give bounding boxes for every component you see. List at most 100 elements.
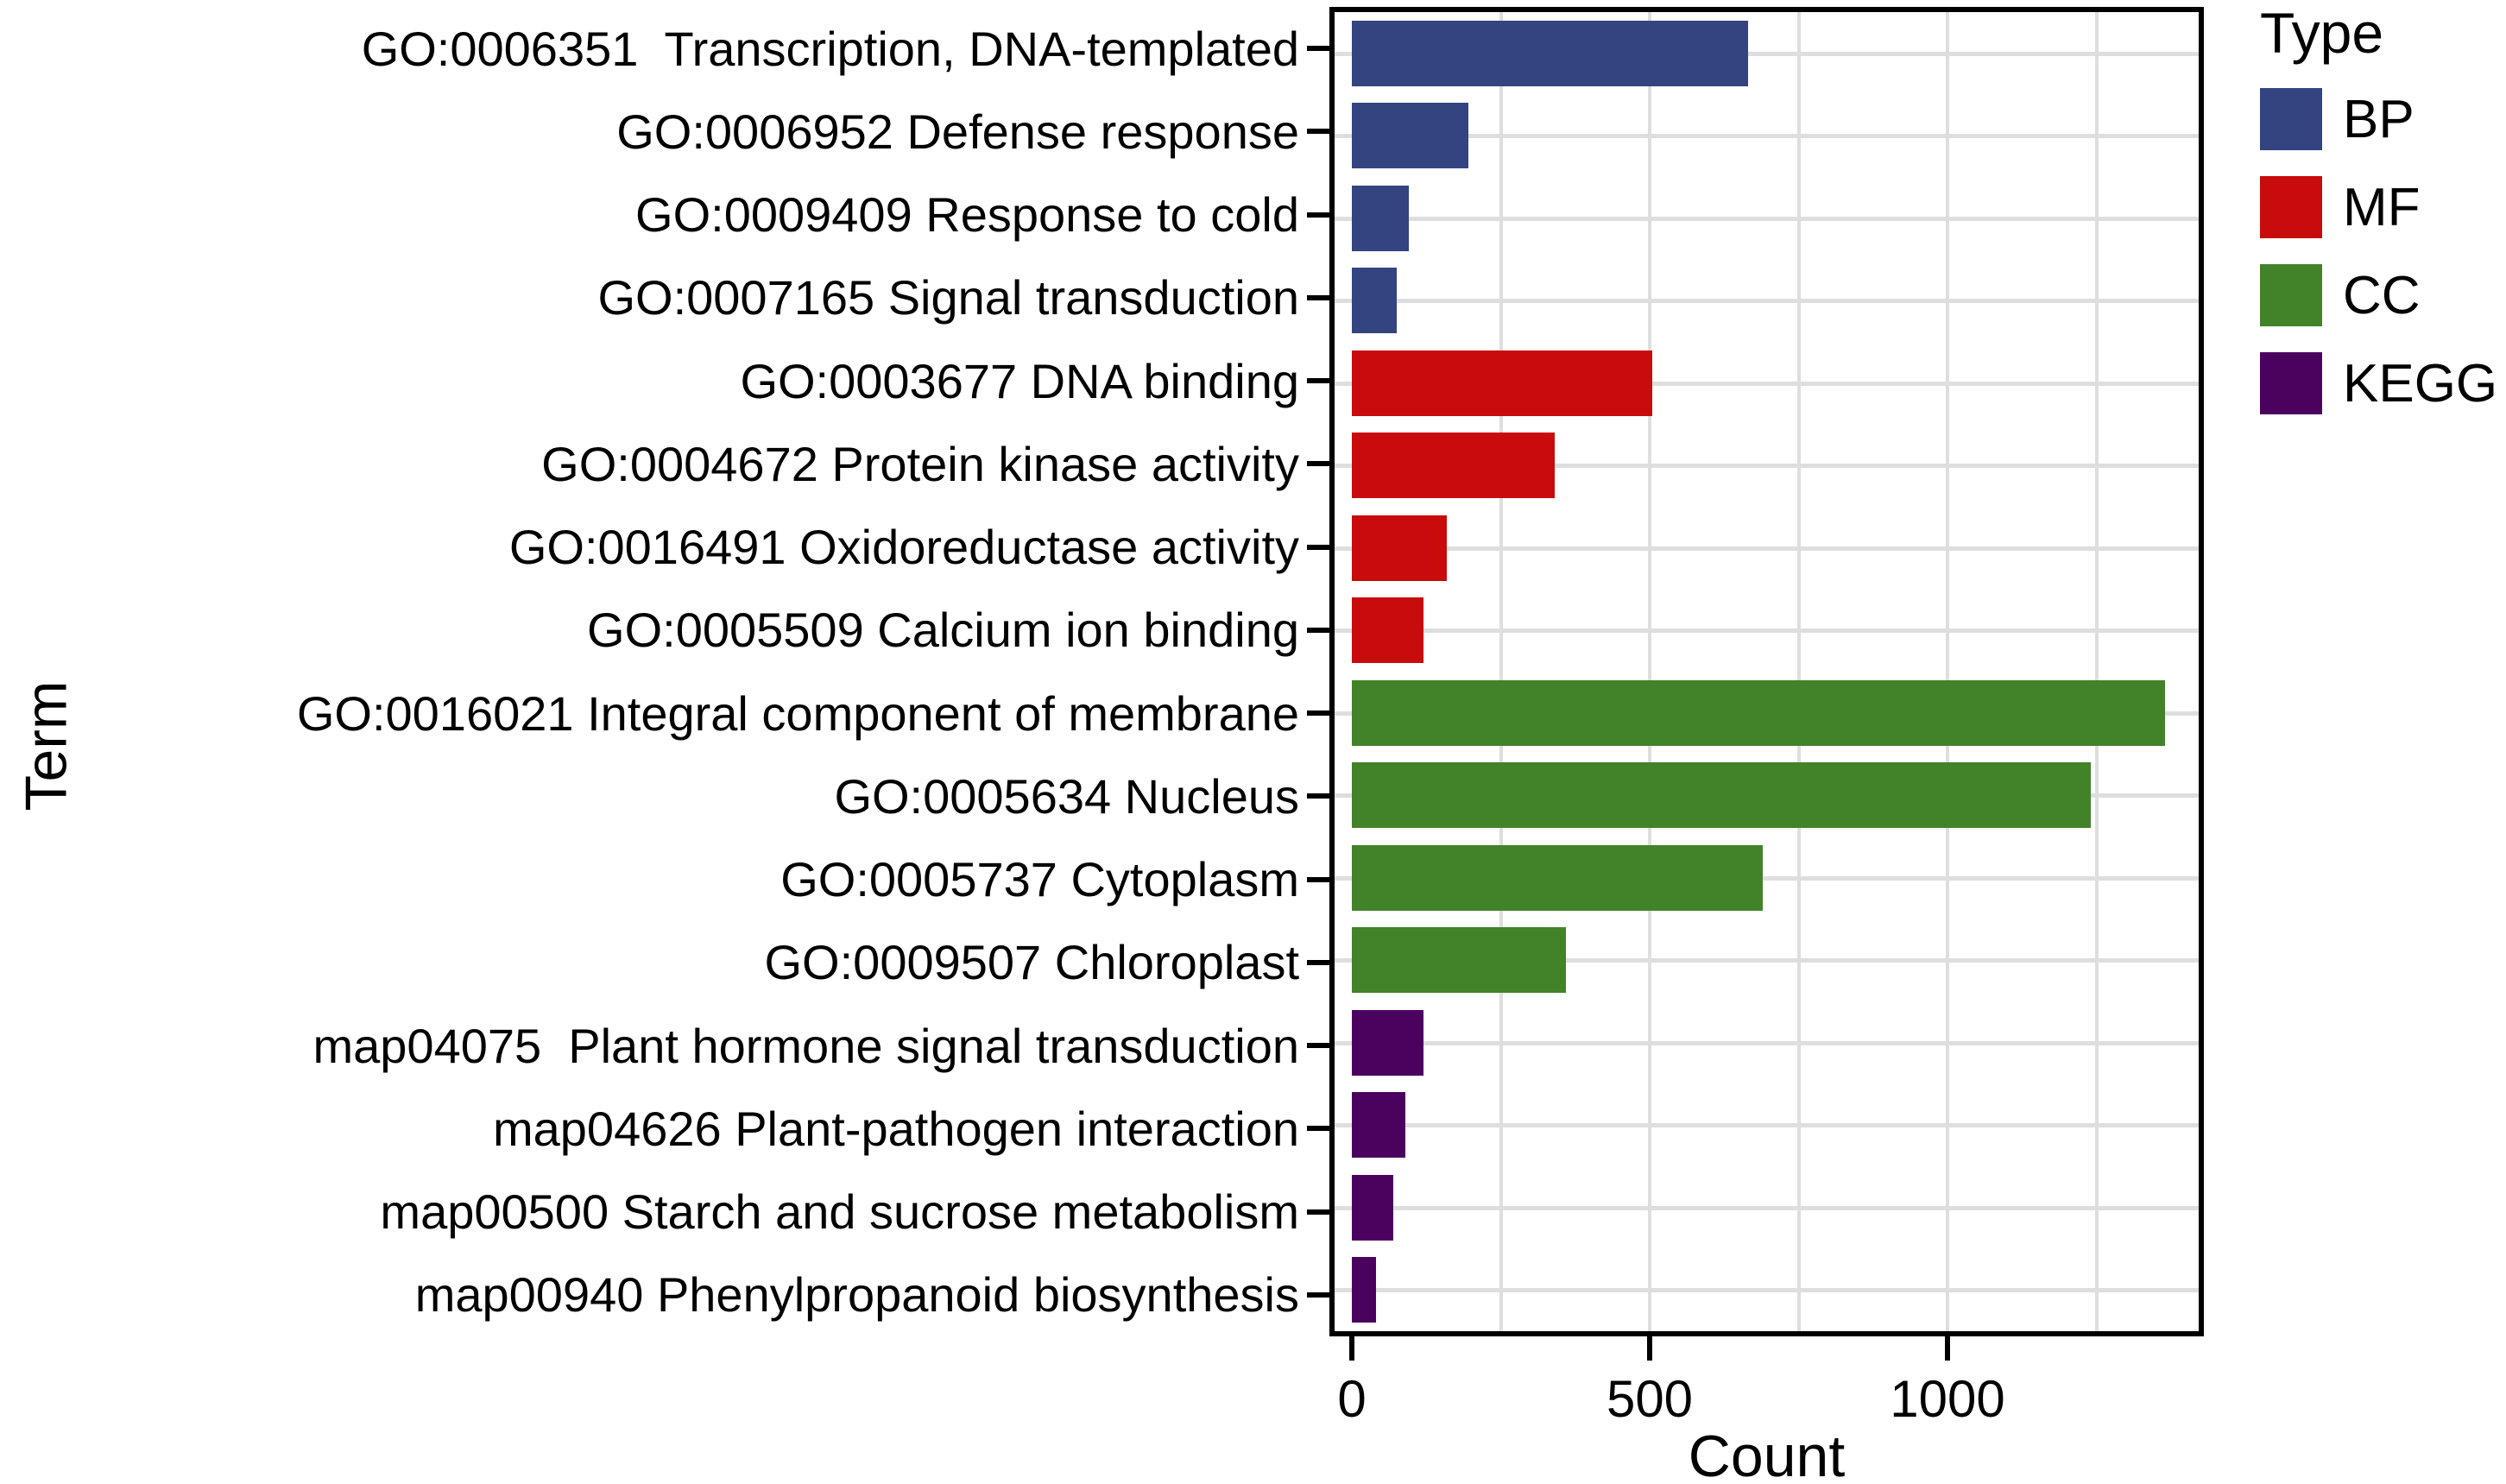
bar-row (1335, 177, 2199, 260)
y-tick-mark (1307, 461, 1329, 467)
bar-row (1335, 919, 2199, 1002)
legend-swatch-kegg (2260, 352, 2322, 414)
bar-row (1335, 507, 2199, 590)
legend-entries: BP MF CC KEGG (2260, 88, 2506, 414)
vertical-gridline (2094, 12, 2099, 1331)
category-label: map04626 Plant-pathogen interaction (492, 1101, 1299, 1156)
category-label: GO:0009507 Chloroplast (764, 935, 1300, 990)
horizontal-gridline (1335, 875, 2199, 881)
legend-title: Type (2260, 1, 2384, 65)
y-tick-mark (1307, 378, 1329, 384)
horizontal-gridline (1335, 1040, 2199, 1045)
category-label: map00940 Phenylpropanoid biosynthesis (414, 1267, 1299, 1323)
category-label: map04075 Plant hormone signal transducti… (312, 1018, 1299, 1073)
y-tick-mark (1307, 129, 1329, 135)
y-tick-cell (1307, 838, 1329, 921)
bar-row (1335, 12, 2199, 95)
category-row: map04626 Plant-pathogen interaction (52, 1087, 1299, 1170)
bar-row (1335, 1249, 2199, 1332)
category-label: GO:0005634 Nucleus (834, 768, 1299, 824)
horizontal-gridline (1335, 216, 2199, 221)
y-tick-mark (1307, 1043, 1329, 1049)
bar-cc (1352, 844, 1764, 911)
category-row: GO:0007165 Signal transduction (52, 256, 1299, 339)
bar-row (1335, 95, 2199, 178)
x-tick-label: 0 (1337, 1370, 1367, 1428)
horizontal-gridline (1335, 958, 2199, 963)
category-row: map04075 Plant hormone signal transducti… (52, 1004, 1299, 1087)
bar-kegg (1352, 1174, 1394, 1241)
category-row: GO:0005509 Calcium ion binding (52, 589, 1299, 672)
category-label: GO:0005509 Calcium ion binding (587, 603, 1299, 658)
legend: Type BP MF CC KEGG (2260, 0, 2506, 440)
y-tick-mark (1307, 1126, 1329, 1132)
y-tick-mark (1307, 1209, 1329, 1215)
y-tick-cell (1307, 589, 1329, 672)
y-tick-mark (1307, 627, 1329, 633)
bar-kegg (1352, 1257, 1376, 1323)
bar-bp (1352, 20, 1748, 86)
bar-row (1335, 837, 2199, 919)
category-row: GO:0016021 Integral component of membran… (52, 672, 1299, 755)
y-tick-cell (1307, 1254, 1329, 1336)
vertical-gridline (1499, 12, 1503, 1331)
category-row: GO:0005737 Cytoplasm (52, 838, 1299, 921)
legend-swatch-cc (2260, 264, 2322, 326)
bar-rows (1335, 12, 2199, 1331)
y-tick-mark (1307, 294, 1329, 300)
y-tick-mark (1307, 876, 1329, 882)
legend-label: MF (2343, 177, 2421, 237)
category-label: GO:0004672 Protein kinase activity (541, 436, 1299, 491)
plot-panel (1329, 7, 2204, 1336)
horizontal-gridline (1335, 381, 2199, 386)
y-tick-cell (1307, 1171, 1329, 1254)
category-row: GO:0006952 Defense response (52, 90, 1299, 173)
y-tick-mark (1307, 46, 1329, 52)
horizontal-gridline (1335, 299, 2199, 304)
legend-label: KEGG (2343, 353, 2498, 414)
x-tick-mark (1945, 1336, 1950, 1361)
category-label: GO:0016491 Oxidoreductase activity (508, 520, 1299, 575)
legend-swatch-bp (2260, 88, 2322, 150)
horizontal-gridline (1335, 1288, 2199, 1293)
horizontal-gridline (1335, 1123, 2199, 1128)
bar-mf (1352, 350, 1653, 416)
y-tick-cell (1307, 174, 1329, 256)
bar-cc (1352, 762, 2091, 829)
y-tick-mark (1307, 212, 1329, 218)
bar-bp (1352, 268, 1397, 334)
category-label: GO:0007165 Signal transduction (597, 270, 1299, 325)
bar-row (1335, 425, 2199, 508)
category-row: GO:0003677 DNA binding (52, 339, 1299, 422)
category-row: GO:0009409 Response to cold (52, 174, 1299, 256)
y-tick-cell (1307, 90, 1329, 173)
y-tick-cell (1307, 256, 1329, 339)
horizontal-gridline (1335, 546, 2199, 551)
category-row: GO:0009507 Chloroplast (52, 921, 1300, 1004)
horizontal-gridline (1335, 1205, 2199, 1210)
legend-label: BP (2343, 89, 2414, 149)
y-tick-cell (1307, 506, 1329, 589)
y-tick-mark (1307, 793, 1329, 799)
bar-row (1335, 342, 2199, 425)
x-tick-label: 500 (1606, 1370, 1694, 1428)
legend-label: CC (2343, 265, 2421, 325)
bar-row (1335, 1084, 2199, 1167)
y-tick-cell (1307, 339, 1329, 422)
y-tick-mark (1307, 710, 1329, 717)
legend-entry-kegg: KEGG (2260, 352, 2506, 414)
bar-row (1335, 1001, 2199, 1084)
category-row: map00940 Phenylpropanoid biosynthesis (52, 1254, 1299, 1336)
bar-row (1335, 755, 2199, 837)
horizontal-gridline (1335, 51, 2199, 56)
bar-row (1335, 672, 2199, 755)
vertical-gridline (1946, 12, 1949, 1331)
category-row: GO:0005634 Nucleus (52, 755, 1299, 837)
bar-cc (1352, 927, 1567, 994)
horizontal-gridline (1335, 134, 2199, 139)
category-label: GO:0003677 DNA binding (740, 353, 1299, 408)
bar-bp (1352, 103, 1468, 169)
y-tick-cell (1307, 755, 1329, 837)
category-label: GO:0006351 Transcription, DNA-templated (361, 21, 1299, 76)
